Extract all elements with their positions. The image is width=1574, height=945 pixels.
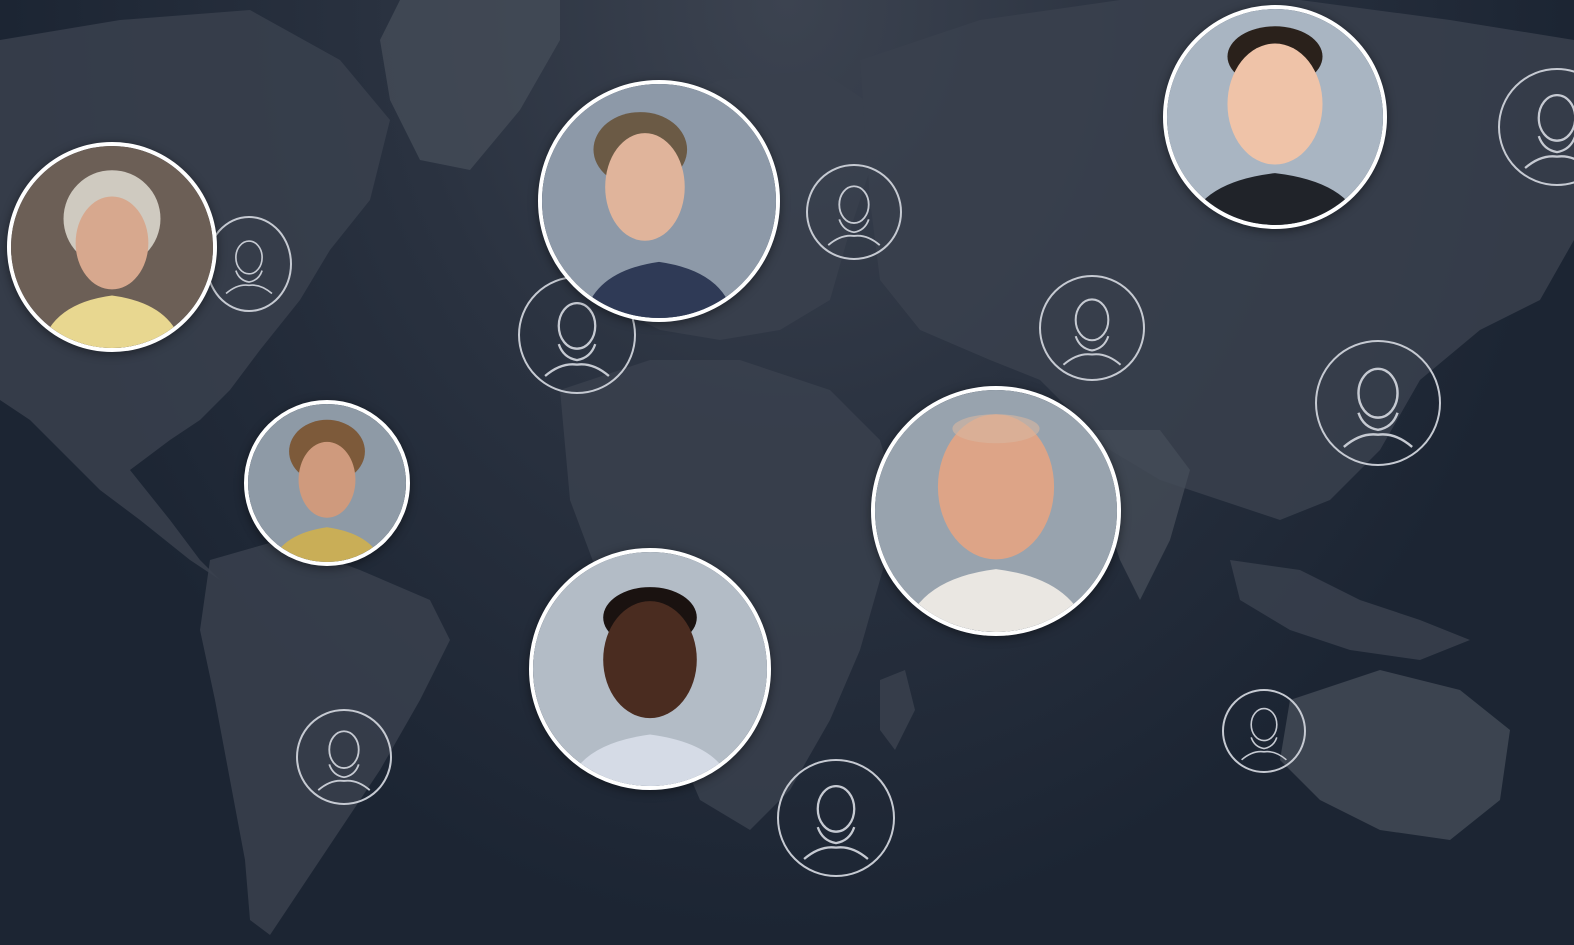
portrait-shirt [584, 261, 734, 318]
person-outline-icon [803, 784, 869, 860]
person-outline-icon [1524, 93, 1574, 169]
portrait-shirt [1188, 173, 1362, 225]
portrait-hair [952, 414, 1040, 444]
person-photo-avatar[interactable] [1163, 5, 1387, 229]
person-photo-avatar[interactable] [529, 548, 771, 790]
avatar-placeholder[interactable] [296, 709, 392, 805]
avatar-placeholder[interactable] [206, 216, 292, 312]
portrait-shirt [568, 734, 732, 786]
portrait [11, 146, 213, 348]
person-outline-icon [225, 240, 273, 295]
avatar-placeholder[interactable] [1315, 340, 1441, 466]
portrait-face [605, 133, 685, 241]
avatar-placeholder[interactable] [1498, 68, 1574, 186]
southeast-asia-landmass [1230, 560, 1470, 660]
portrait-face [937, 414, 1055, 560]
person-outline-icon [1343, 367, 1413, 448]
person-photo-avatar[interactable] [7, 142, 217, 352]
portrait-face [603, 601, 697, 719]
portrait [1167, 9, 1383, 225]
person-outline-icon [827, 185, 881, 246]
portrait-face [75, 196, 149, 290]
person-outline-icon [1241, 707, 1287, 761]
person-photo-avatar[interactable] [871, 386, 1121, 636]
portrait [533, 552, 767, 786]
portrait [542, 84, 776, 318]
portrait-shirt [904, 569, 1088, 632]
avatar-placeholder[interactable] [806, 164, 902, 260]
portrait-face [298, 441, 356, 518]
portrait-face [1227, 43, 1323, 165]
portrait-shirt [41, 295, 183, 348]
person-photo-avatar[interactable] [538, 80, 780, 322]
avatar-placeholder[interactable] [1222, 689, 1306, 773]
madagascar-landmass [880, 670, 915, 750]
person-photo-avatar[interactable] [244, 400, 410, 566]
avatar-placeholder[interactable] [777, 759, 895, 877]
avatar-placeholder[interactable] [1039, 275, 1145, 381]
greenland-landmass [380, 0, 560, 170]
person-outline-icon [317, 730, 371, 791]
person-outline-icon [1062, 298, 1122, 366]
portrait [875, 390, 1117, 632]
portrait-shirt [271, 527, 383, 562]
australia-landmass [1280, 670, 1510, 840]
portrait [248, 404, 406, 562]
